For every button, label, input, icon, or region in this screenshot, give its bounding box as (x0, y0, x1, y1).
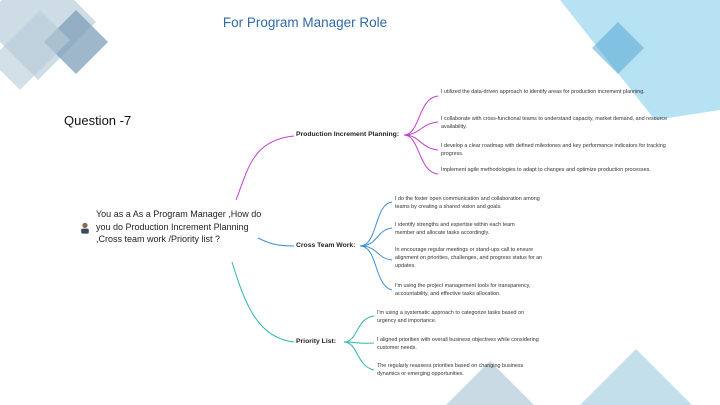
connector-central-to-branch-2 (257, 237, 295, 247)
leaf-cross-team-4: I'm using the project management tools f… (395, 283, 531, 298)
branch-priority-list: Priority List: (296, 338, 337, 345)
leaf-production-1: I utilized the data-driven approach to i… (441, 89, 645, 95)
slide-title: For Program Manager Role (222, 15, 388, 30)
connector-branch-1-leaf-3 (403, 134, 439, 151)
connector-branch-2-leaf-4 (359, 245, 393, 291)
connector-branch-1-leaf-4 (403, 134, 439, 175)
leaf-production-2: I collaborate with cross-functional team… (441, 116, 668, 131)
branch-cross-team-work: Cross Team Work: (296, 242, 356, 249)
leaf-priority-3: The regularly reassess priorities based … (377, 363, 524, 378)
connector-branch-2-leaf-2 (359, 227, 393, 247)
leaf-priority-1: I'm using a systematic approach to categ… (377, 310, 524, 325)
connector-central-to-branch-1 (235, 135, 295, 201)
connector-branch-2-leaf-3 (359, 245, 393, 261)
connector-branch-3-leaf-1 (343, 315, 375, 343)
leaf-cross-team-2: I identify strengths and expertise withi… (395, 222, 515, 237)
decor-diamond-top-right-small (592, 22, 644, 74)
connector-central-to-branch-3 (231, 261, 295, 343)
leaf-production-3: I develop a clear roadmap with defined m… (441, 143, 666, 158)
leaf-production-4: Implement agile methodologies to adapt t… (441, 167, 651, 173)
decor-diamond-top-right-large (560, 0, 720, 120)
leaf-priority-2: I aligned priorities with overall busine… (377, 337, 539, 352)
branch-production-increment-planning: Production Increment Planning: (296, 131, 400, 138)
connector-branch-2-leaf-1 (359, 201, 393, 247)
connector-branch-3-leaf-3 (343, 341, 375, 371)
leaf-cross-team-3: In encourage regular meetings or stand-u… (395, 247, 543, 270)
person-avatar-icon (81, 222, 89, 234)
connector-branch-1-leaf-2 (403, 121, 439, 136)
question-label: Question -7 (64, 113, 132, 128)
decor-diamond-top-left-small (44, 10, 108, 74)
central-topic: You as a As a Program Manager ,How do yo… (96, 209, 262, 244)
decor-diamond-top-left-mid (0, 10, 70, 90)
decor-diamond-bottom-right (580, 349, 692, 405)
decor-diamond-bottom-mid (446, 361, 534, 405)
leaf-cross-team-1: I do the foster open communication and c… (395, 196, 540, 211)
connector-branch-1-leaf-1 (403, 95, 439, 136)
